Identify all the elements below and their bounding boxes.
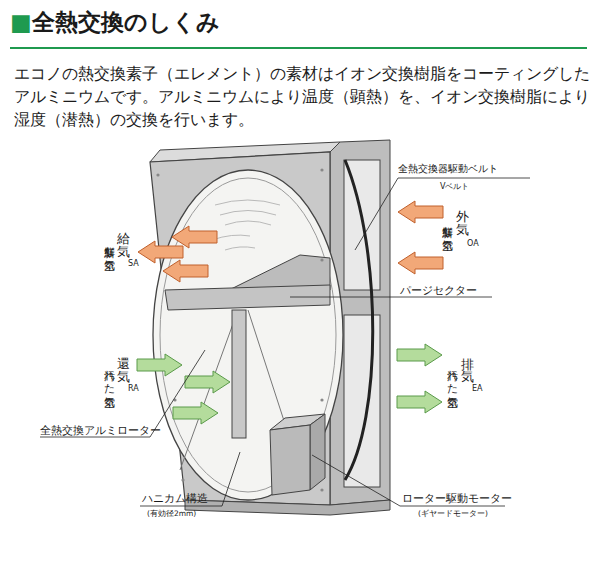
airflow-label: 外気 — [456, 200, 470, 226]
airflow-note: 汚れた空気 — [446, 362, 458, 388]
section-title: ■全熱交換のしくみ — [10, 7, 220, 37]
part-label: パージセクター — [400, 283, 477, 299]
airflow-label: 排気 — [461, 347, 475, 373]
intro-text: エコノの熱交換素子（エレメント）の素材はイオン交換樹脂をコーティングしたアルミニ… — [14, 63, 590, 132]
honeycomb-texture — [212, 200, 280, 250]
airflow-note: 汚れた空気 — [103, 362, 115, 388]
airflow-note: 新鮮な空気 — [441, 218, 453, 231]
airflow-code: SA — [128, 258, 139, 270]
airflow-label: 給気 — [117, 222, 131, 248]
casing-base — [185, 500, 390, 515]
center-post — [232, 310, 246, 438]
stale-air-arrows — [137, 344, 442, 424]
part-label: 全熱交換器駆動ベルト — [398, 162, 498, 177]
motor-side — [310, 414, 325, 490]
divider-bar — [165, 285, 330, 310]
airflow-label: 還気 — [117, 347, 131, 373]
part-sublabel: Vベルト — [440, 181, 469, 193]
part-label: 全熱交換アルミローター — [40, 423, 161, 438]
part-sublabel: (ギヤードモーター) — [418, 509, 488, 520]
part-label: ハニカム構造 — [142, 491, 208, 506]
airflow-code: RA — [128, 383, 139, 395]
part-label: ローター駆動モーター — [402, 491, 512, 506]
motor-front — [270, 425, 310, 495]
rotor-spoke — [180, 310, 238, 470]
bolts — [156, 168, 323, 491]
airflow-code: OA — [467, 238, 479, 250]
part-sublabel: (有効径2mm) — [147, 509, 196, 520]
drive-belt — [345, 160, 373, 480]
side-opening — [344, 315, 380, 487]
airflow-note: 新鮮な空気 — [103, 238, 115, 251]
fresh-air-arrows — [138, 201, 443, 282]
leader-lines — [40, 178, 530, 506]
title-rule — [10, 47, 587, 49]
rotor-wheel — [153, 170, 343, 500]
airflow-code: EA — [472, 383, 483, 395]
